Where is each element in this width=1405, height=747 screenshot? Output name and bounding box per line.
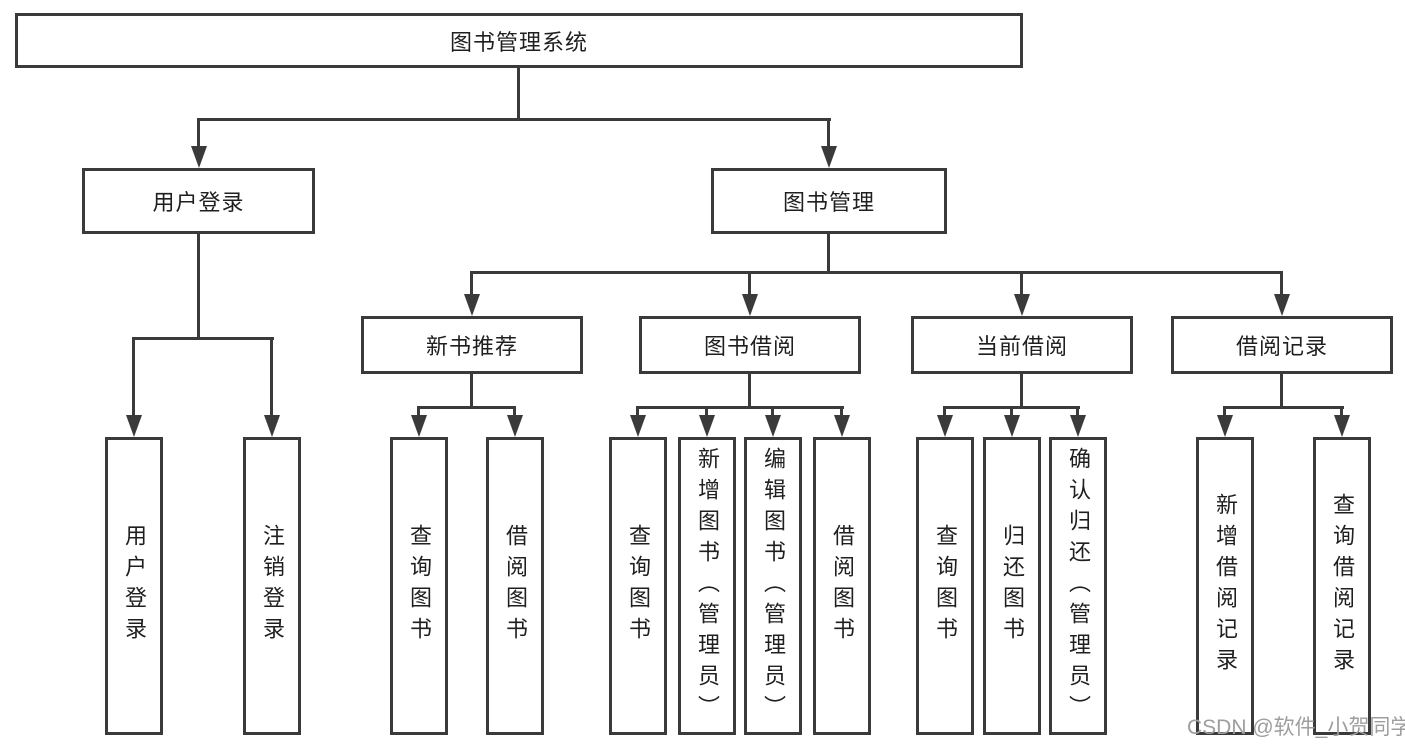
leaf-confirm-return-admin-label: 确认归还（管理员） — [1066, 446, 1091, 726]
arrowhead-down-icon — [264, 415, 280, 437]
connector-vline — [470, 271, 473, 296]
arrowhead-down-icon — [191, 146, 207, 168]
connector-vline — [1340, 406, 1343, 418]
connector-vline — [943, 406, 946, 418]
arrowhead-down-icon — [464, 294, 480, 316]
leaf-add-book-admin: 新增图书（管理员） — [678, 437, 736, 735]
connector-vline — [1280, 271, 1283, 296]
node-user-login: 用户登录 — [82, 168, 315, 234]
node-borrow-record: 借阅记录 — [1171, 316, 1393, 374]
watermark: CSDN @软件_小贺同学 — [1187, 716, 1405, 739]
arrowhead-down-icon — [699, 415, 715, 437]
node-borrow-record-label: 借阅记录 — [1235, 334, 1328, 359]
arrowhead-down-icon — [937, 415, 953, 437]
arrowhead-down-icon — [1274, 294, 1290, 316]
node-current-borrow: 当前借阅 — [911, 316, 1133, 374]
arrowhead-down-icon — [834, 415, 850, 437]
leaf-query-book-recommend-label: 查询图书 — [407, 524, 432, 648]
node-new-book-recommend-label: 新书推荐 — [425, 334, 518, 359]
connector-vline — [1020, 271, 1023, 296]
leaf-return-book-label: 归还图书 — [1000, 524, 1025, 648]
arrowhead-down-icon — [1217, 415, 1233, 437]
connector-vline — [1076, 406, 1079, 418]
leaf-return-book: 归还图书 — [983, 437, 1041, 735]
node-current-borrow-label: 当前借阅 — [975, 334, 1068, 359]
connector-hline — [197, 118, 831, 121]
leaf-add-book-admin-label: 新增图书（管理员） — [695, 446, 720, 726]
connector-vline — [748, 374, 751, 407]
connector-vline — [840, 406, 843, 418]
connector-hline — [1223, 406, 1344, 409]
connector-vline — [827, 234, 830, 272]
connector-vline — [197, 118, 200, 148]
leaf-borrow-book: 借阅图书 — [813, 437, 871, 735]
leaf-logout-label: 注销登录 — [260, 524, 285, 648]
node-book-borrow-label: 图书借阅 — [703, 334, 796, 359]
arrowhead-down-icon — [507, 415, 523, 437]
connector-hline — [417, 406, 516, 409]
leaf-query-book-current-label: 查询图书 — [933, 524, 958, 648]
leaf-edit-book-admin-label: 编辑图书（管理员） — [761, 446, 786, 726]
node-new-book-recommend: 新书推荐 — [361, 316, 583, 374]
node-root-label: 图书管理系统 — [449, 29, 588, 55]
arrowhead-down-icon — [630, 415, 646, 437]
connector-vline — [748, 271, 751, 296]
leaf-query-book-recommend: 查询图书 — [390, 437, 448, 735]
connector-vline — [1280, 374, 1283, 407]
node-book-management: 图书管理 — [711, 168, 947, 234]
leaf-query-book-current: 查询图书 — [916, 437, 974, 735]
leaf-query-book-borrow-label: 查询图书 — [626, 524, 651, 648]
connector-vline — [470, 374, 473, 407]
leaf-add-borrow-record: 新增借阅记录 — [1196, 437, 1254, 735]
leaf-query-book-borrow: 查询图书 — [609, 437, 667, 735]
leaf-edit-book-admin: 编辑图书（管理员） — [744, 437, 802, 735]
leaf-confirm-return-admin: 确认归还（管理员） — [1049, 437, 1107, 735]
connector-vline — [771, 406, 774, 418]
leaf-user-login-label: 用户登录 — [122, 524, 147, 648]
connector-vline — [513, 406, 516, 418]
arrowhead-down-icon — [742, 294, 758, 316]
leaf-borrow-book-recommend-label: 借阅图书 — [503, 524, 528, 648]
connector-vline — [197, 234, 200, 338]
leaf-borrow-book-label: 借阅图书 — [830, 524, 855, 648]
leaf-query-borrow-record: 查询借阅记录 — [1313, 437, 1371, 735]
node-book-management-label: 图书管理 — [782, 190, 875, 215]
arrowhead-down-icon — [1004, 415, 1020, 437]
connector-vline — [636, 406, 639, 418]
connector-vline — [705, 406, 708, 418]
leaf-logout: 注销登录 — [243, 437, 301, 735]
leaf-user-login: 用户登录 — [105, 437, 163, 735]
arrowhead-down-icon — [1334, 415, 1350, 437]
connector-hline — [132, 337, 274, 340]
node-root: 图书管理系统 — [15, 13, 1023, 68]
arrowhead-down-icon — [126, 415, 142, 437]
connector-vline — [417, 406, 420, 418]
node-book-borrow: 图书借阅 — [639, 316, 861, 374]
connector-vline — [1010, 406, 1013, 418]
leaf-borrow-book-recommend: 借阅图书 — [486, 437, 544, 735]
arrowhead-down-icon — [1014, 294, 1030, 316]
arrowhead-down-icon — [1070, 415, 1086, 437]
connector-vline — [1223, 406, 1226, 418]
leaf-add-borrow-record-label: 新增借阅记录 — [1213, 493, 1238, 679]
connector-hline — [470, 271, 1283, 274]
node-user-login-label: 用户登录 — [152, 190, 245, 215]
connector-vline — [517, 68, 520, 121]
arrowhead-down-icon — [821, 146, 837, 168]
arrowhead-down-icon — [411, 415, 427, 437]
connector-vline — [1020, 374, 1023, 407]
connector-vline — [132, 337, 135, 417]
connector-vline — [270, 337, 273, 417]
connector-hline — [636, 406, 844, 409]
connector-vline — [827, 118, 830, 148]
arrowhead-down-icon — [765, 415, 781, 437]
leaf-query-borrow-record-label: 查询借阅记录 — [1330, 493, 1355, 679]
